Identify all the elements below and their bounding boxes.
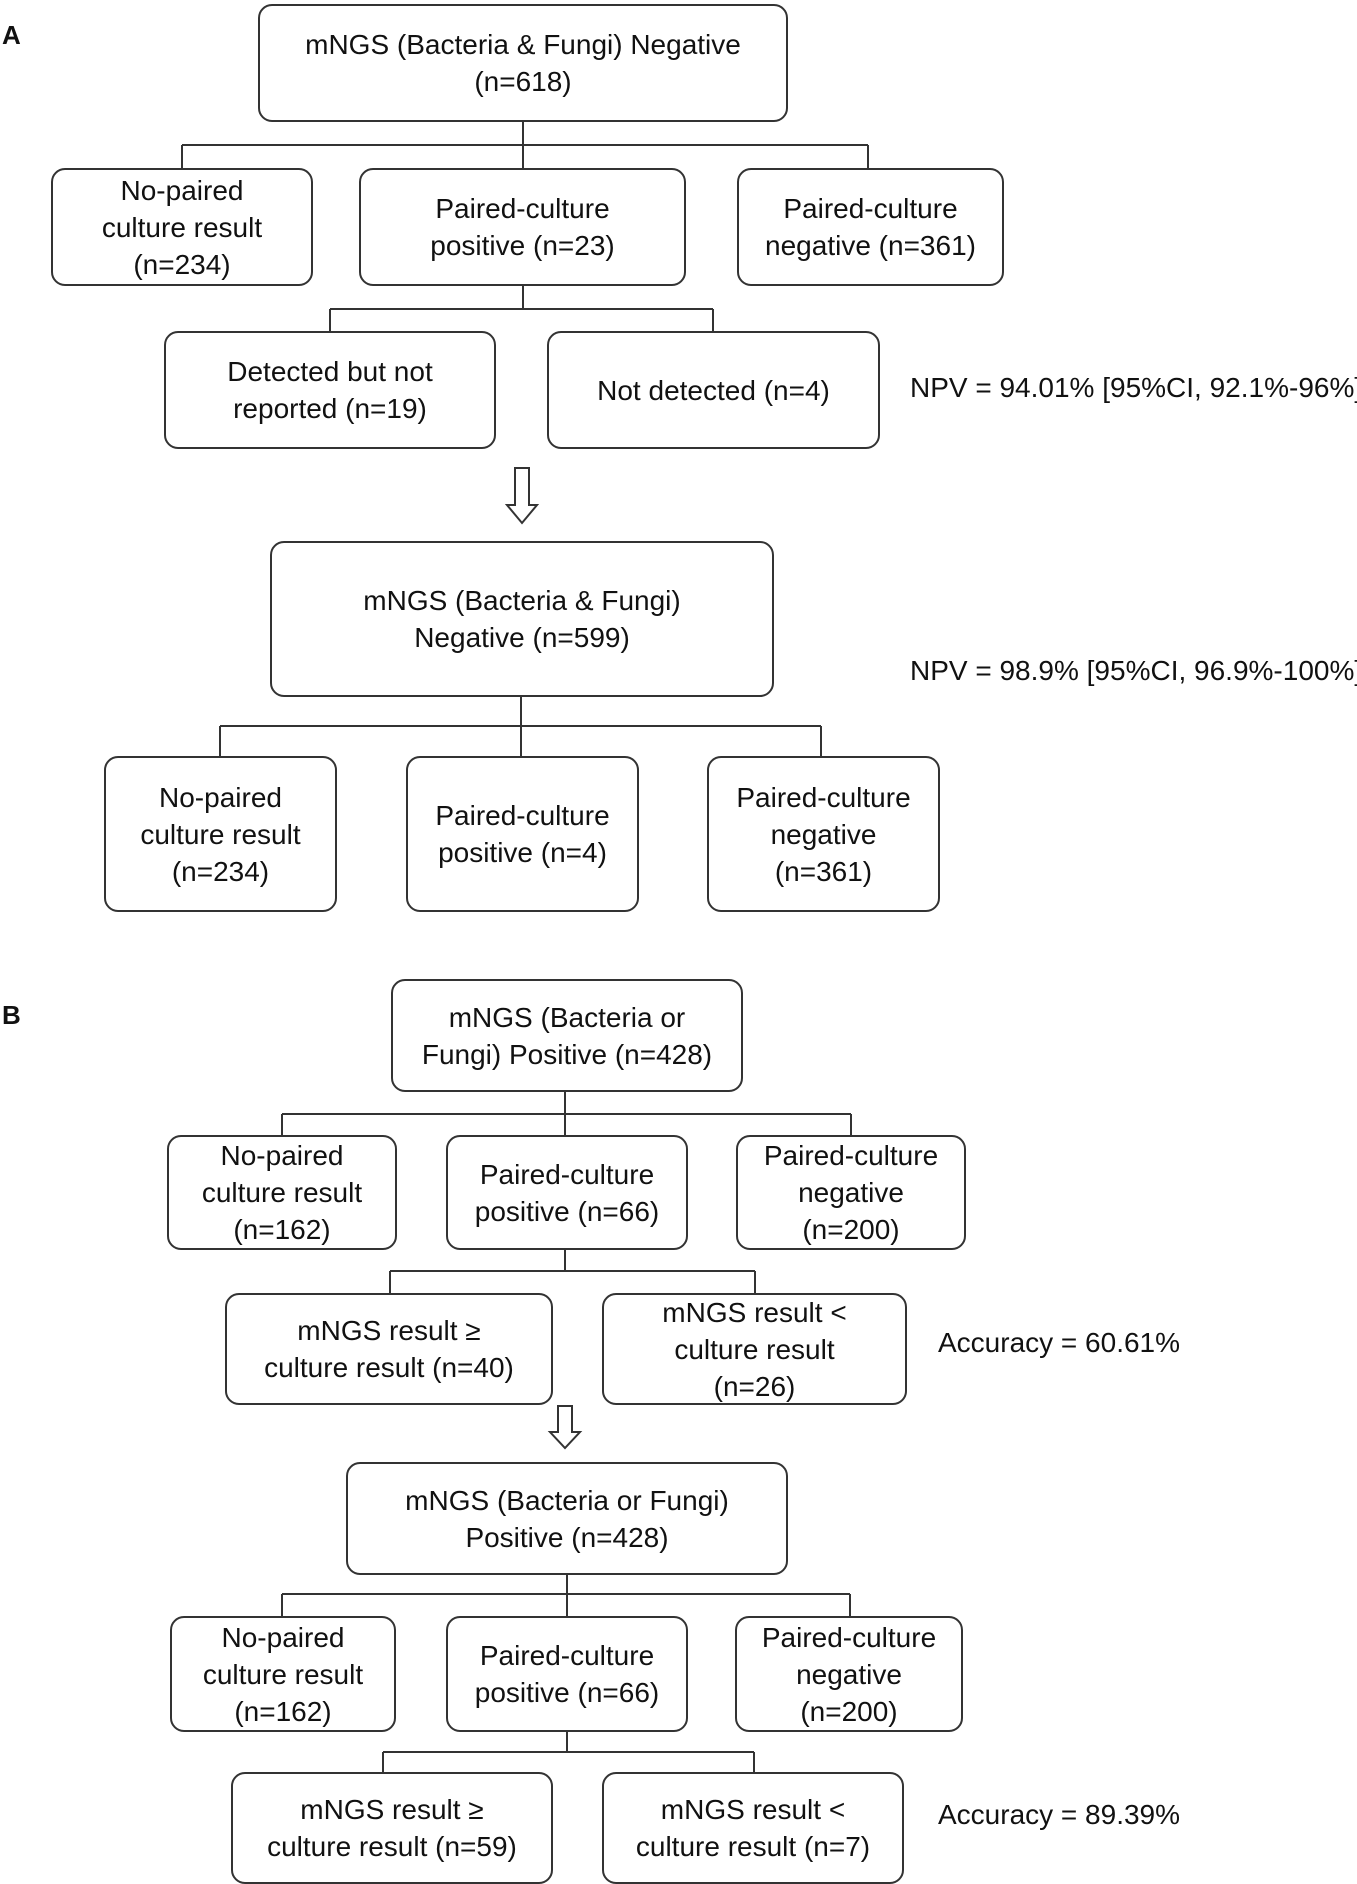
a-top-box: mNGS (Bacteria & Fungi) Negative (n=618) xyxy=(258,4,788,122)
b-no-paired-box: No-paired culture result (n=162) xyxy=(167,1135,397,1250)
a-paired-positive-box: Paired-culture positive (n=23) xyxy=(359,168,686,286)
b-paired-positive-box-2: Paired-culture positive (n=66) xyxy=(446,1616,688,1732)
a-second-box: mNGS (Bacteria & Fungi) Negative (n=599) xyxy=(270,541,774,697)
a-npv-after: NPV = 98.9% [95%CI, 96.9%-100%] xyxy=(910,655,1357,686)
a-paired-positive-box-2: Paired-culture positive (n=4) xyxy=(406,756,639,912)
b-second-box: mNGS (Bacteria or Fungi) Positive (n=428… xyxy=(346,1462,788,1575)
panel-label-a: A xyxy=(2,20,21,50)
b-paired-negative-box: Paired-culture negative (n=200) xyxy=(736,1135,966,1250)
a-not-detected-box: Not detected (n=4) xyxy=(547,331,880,449)
panel-label-b: B xyxy=(2,1000,21,1030)
a-paired-negative-box: Paired-culture negative (n=361) xyxy=(737,168,1004,286)
a-no-paired-box-2: No-paired culture result (n=234) xyxy=(104,756,337,912)
b-lt-box: mNGS result < culture result (n=26) xyxy=(602,1293,907,1405)
a-npv-before: NPV = 94.01% [95%CI, 92.1%-96%] xyxy=(910,372,1357,403)
a-no-paired-box: No-paired culture result (n=234) xyxy=(51,168,313,286)
b-paired-positive-box: Paired-culture positive (n=66) xyxy=(446,1135,688,1250)
b-no-paired-box-2: No-paired culture result (n=162) xyxy=(170,1616,396,1732)
b-ge-box-2: mNGS result ≥ culture result (n=59) xyxy=(231,1772,553,1884)
b-paired-negative-box-2: Paired-culture negative (n=200) xyxy=(735,1616,963,1732)
down-arrow-icon xyxy=(504,467,540,525)
b-lt-box-2: mNGS result < culture result (n=7) xyxy=(602,1772,904,1884)
a-paired-negative-box-2: Paired-culture negative (n=361) xyxy=(707,756,940,912)
down-arrow-icon xyxy=(547,1405,583,1450)
b-top-box: mNGS (Bacteria or Fungi) Positive (n=428… xyxy=(391,979,743,1092)
b-accuracy-after: Accuracy = 89.39% xyxy=(938,1799,1181,1830)
a-detected-not-reported-box: Detected but not reported (n=19) xyxy=(164,331,496,449)
b-ge-box: mNGS result ≥ culture result (n=40) xyxy=(225,1293,553,1405)
b-accuracy-before: Accuracy = 60.61% xyxy=(938,1327,1181,1358)
